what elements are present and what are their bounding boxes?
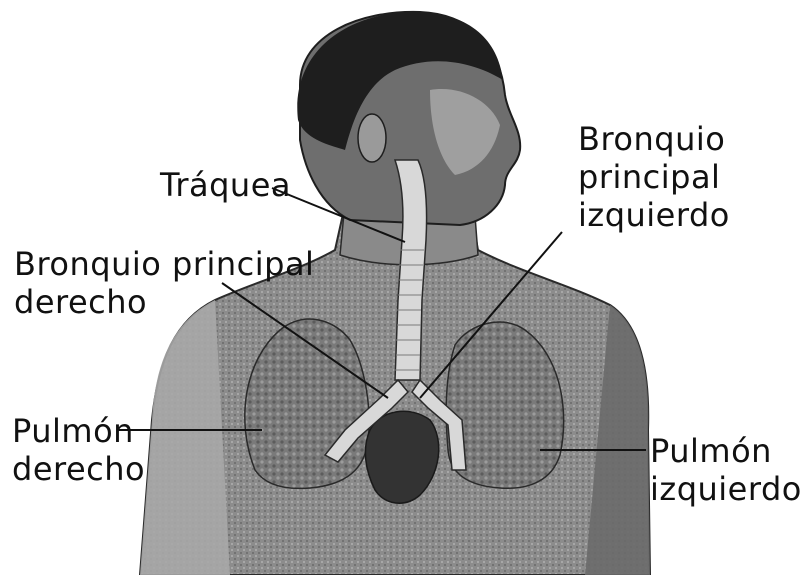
label-pulmon-derecho: Pulmón derecho [12, 412, 145, 488]
label-bronquio-derecho-line2: derecho [14, 283, 314, 321]
label-bronquio-izquierdo: Bronquio principal izquierdo [578, 120, 730, 234]
right-arm [140, 300, 230, 575]
label-pulmon-izquierdo-line2: izquierdo [650, 470, 801, 508]
label-bronquio-derecho: Bronquio principal derecho [14, 245, 314, 321]
label-bronquio-izquierdo-line1: Bronquio [578, 120, 730, 158]
label-pulmon-derecho-line2: derecho [12, 450, 145, 488]
label-bronquio-derecho-line1: Bronquio principal [14, 245, 314, 283]
label-pulmon-derecho-line1: Pulmón [12, 412, 145, 450]
label-pulmon-izquierdo-line1: Pulmón [650, 432, 801, 470]
label-traquea: Tráquea [160, 166, 291, 204]
label-bronquio-izquierdo-line2: principal [578, 158, 730, 196]
label-bronquio-izquierdo-line3: izquierdo [578, 196, 730, 234]
label-pulmon-izquierdo: Pulmón izquierdo [650, 432, 801, 508]
ear [358, 114, 386, 162]
